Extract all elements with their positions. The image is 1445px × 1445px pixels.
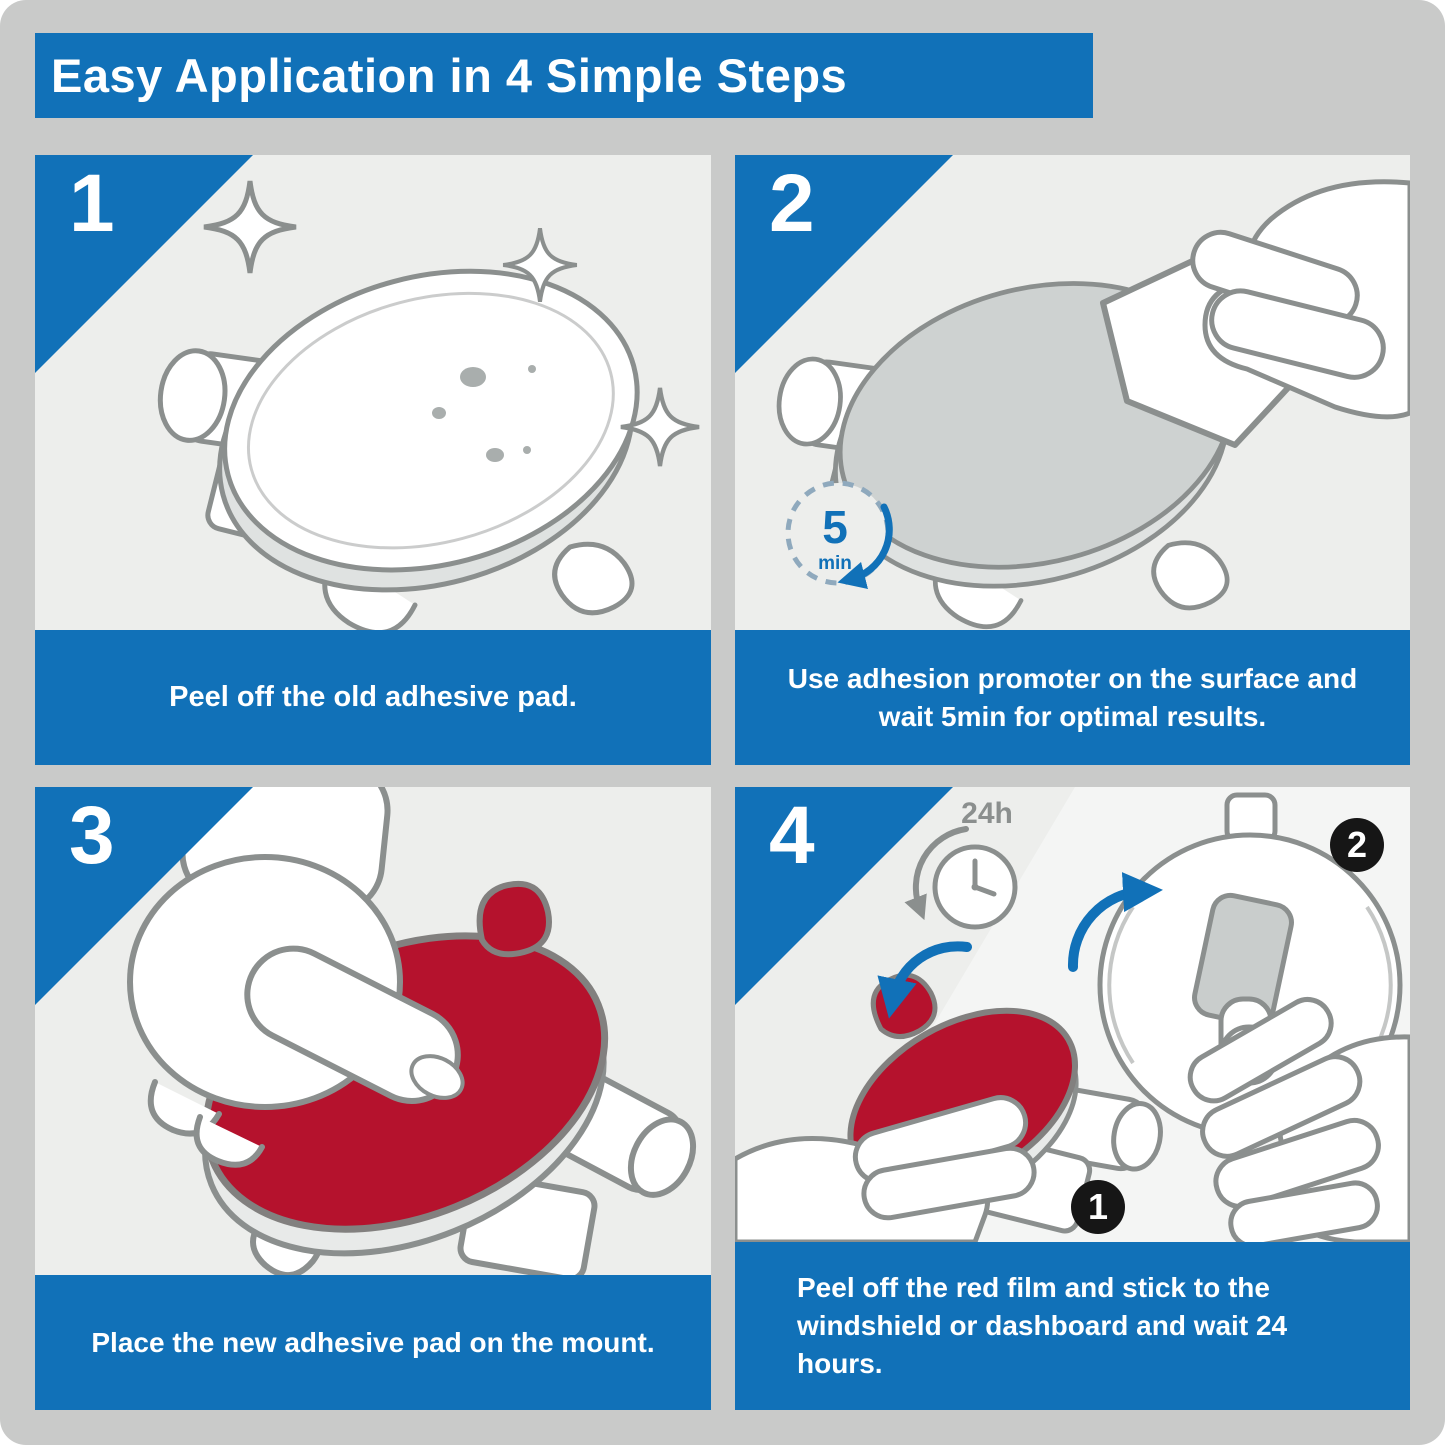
step-4-panel: 24h: [735, 787, 1410, 1410]
step-number: 2: [769, 158, 815, 249]
arrow-attach-icon: [1067, 872, 1163, 972]
suction-mount-icon: [157, 268, 640, 630]
step-1-panel: 1 Peel off the old adhesive pad.: [35, 155, 711, 765]
clean-mount-illustration: [157, 180, 700, 630]
step-4-illustration: 24h: [735, 787, 1410, 1242]
step-1-illustration: [35, 155, 711, 630]
stick-to-windshield-illustration: 24h: [735, 787, 1410, 1242]
step-number: 3: [69, 790, 115, 881]
step-number: 4: [769, 790, 815, 881]
page-title: Easy Application in 4 Simple Steps: [51, 49, 848, 102]
badge-2: 2: [1330, 818, 1384, 872]
step-2-caption: Use adhesion promoter on the surface and…: [735, 630, 1410, 765]
step-number: 1: [69, 158, 115, 249]
timer-unit: min: [818, 553, 852, 574]
step-2-panel: 5 min 2 Use adhesion promoter on the sur…: [735, 155, 1410, 765]
header-bar: Easy Application in 4 Simple Steps: [35, 33, 1093, 118]
arrow-peel-icon: [877, 941, 972, 1019]
clock-label: 24h: [961, 797, 1013, 830]
right-hand-illustration: [1187, 996, 1410, 1242]
badge-1: 1: [1071, 1180, 1125, 1234]
timer-5min-icon: 5 min: [785, 480, 893, 590]
step-4-caption: Peel off the red film and stick to the w…: [735, 1242, 1410, 1410]
step-2-illustration: 5 min: [735, 155, 1410, 630]
clock-24h-icon: 24h: [904, 797, 1018, 930]
badge-2-label: 2: [1347, 824, 1367, 865]
fingernail-icon: [409, 1054, 465, 1100]
step-3-caption: Place the new adhesive pad on the mount.: [35, 1275, 711, 1410]
sparkle-icons: [203, 180, 700, 467]
step-3-panel: 3 Place the new adhesive pad on the moun…: [35, 787, 711, 1410]
step-1-caption: Peel off the old adhesive pad.: [35, 630, 711, 765]
timer-value: 5: [822, 501, 848, 553]
apply-promoter-illustration: 5 min: [776, 179, 1410, 630]
hand-illustration: [1190, 179, 1410, 420]
left-hand-illustration: [735, 1095, 1037, 1242]
adhesive-residue-dots: [432, 365, 536, 462]
badge-1-label: 1: [1088, 1186, 1108, 1227]
